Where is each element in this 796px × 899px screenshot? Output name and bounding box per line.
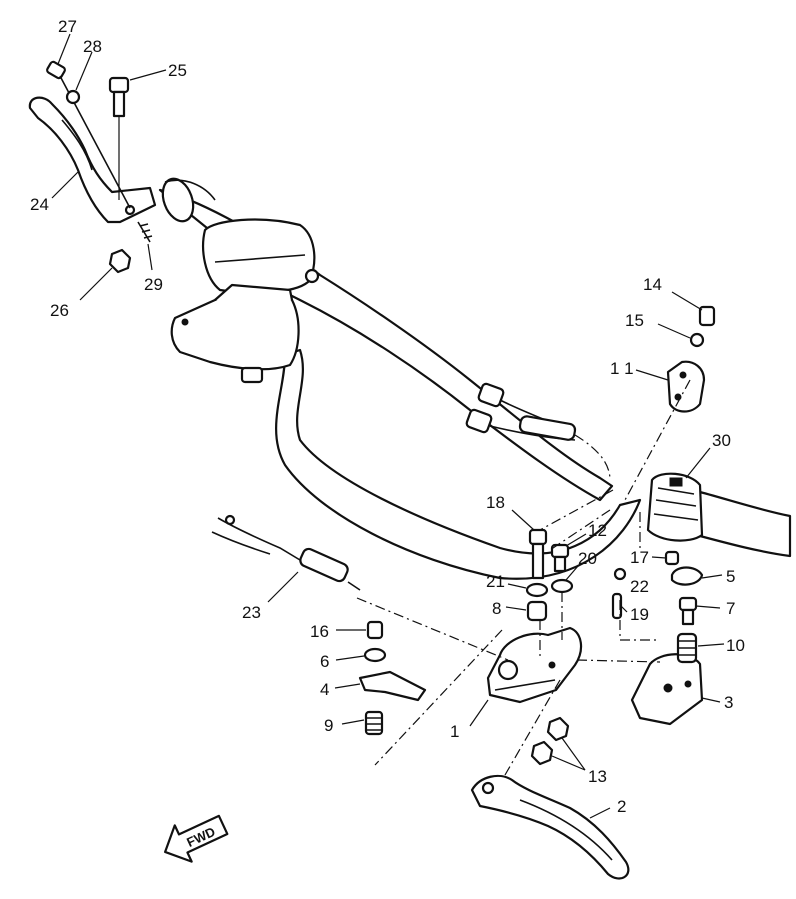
part-24-lever: [28, 96, 157, 224]
part-23-cable-switch: [211, 514, 361, 591]
callout-29: 29: [144, 275, 163, 294]
part-13-nut-b: [530, 740, 554, 766]
callout-24: 24: [30, 195, 49, 214]
part-21-washer: [525, 582, 549, 598]
part-4-bracket: [358, 670, 427, 702]
callout-7: 7: [726, 599, 735, 618]
callout-25: 25: [168, 61, 187, 80]
part-25-bolt: [108, 76, 130, 200]
callout-19: 19: [630, 605, 649, 624]
part-27-bolt: [46, 60, 131, 209]
part-30-switch: [646, 472, 704, 542]
callout-30: 30: [712, 431, 731, 450]
part-3-switch: [630, 653, 704, 726]
part-22-ring: [613, 567, 627, 581]
callout-16: 16: [310, 622, 329, 641]
callout-9: 9: [324, 716, 333, 735]
part-18-bolt: [528, 528, 548, 580]
callout-15: 15: [625, 311, 644, 330]
part-12-bolt: [550, 543, 570, 573]
wire-connectors: [465, 382, 577, 441]
callout-23: 23: [242, 603, 261, 622]
assembly-lines: [356, 379, 691, 776]
part-6-washer: [363, 647, 387, 663]
part-10-spring: [676, 632, 698, 664]
callout-6: 6: [320, 652, 329, 671]
part-26-nut: [108, 248, 132, 274]
callout-13: 13: [588, 767, 607, 786]
part-8-collar: [526, 600, 548, 622]
callout-28: 28: [83, 37, 102, 56]
part-14-screw: [698, 305, 716, 327]
part-2-lever: [470, 774, 630, 880]
left-switch-upper: [202, 218, 320, 294]
callout-14: 14: [643, 275, 662, 294]
part-9-spring: [364, 710, 384, 736]
callout-18: 18: [486, 493, 505, 512]
callout-20: 20: [578, 549, 597, 568]
callout-1: 1: [450, 722, 459, 741]
callout-22: 22: [630, 577, 649, 596]
callout-8: 8: [492, 599, 501, 618]
callout-27: 27: [58, 17, 77, 36]
left-switch-lower: [170, 283, 300, 384]
callout-26: 26: [50, 301, 69, 320]
part-13-nut-a: [546, 716, 570, 742]
callout-4: 4: [320, 680, 329, 699]
callout-11: 1 1: [610, 359, 634, 378]
callout-5: 5: [726, 567, 735, 586]
callout-17: 17: [630, 548, 649, 567]
callout-3: 3: [724, 693, 733, 712]
part-29-spring: [137, 221, 153, 243]
part-28-washer: [65, 89, 81, 105]
callout-12: 12: [588, 521, 607, 540]
callout-21: 21: [486, 572, 505, 591]
callout-10: 10: [726, 636, 745, 655]
callouts: 1 2 3 4 5 6 7 8 9 10 1 1 12 13 14 15 16: [30, 17, 745, 819]
callout-2: 2: [617, 797, 626, 816]
part-1-lever-holder: [486, 626, 583, 704]
part-15-washer: [689, 332, 705, 348]
part-17-screw: [664, 550, 680, 566]
part-5-plate: [670, 566, 704, 586]
part-20-washer: [550, 578, 574, 594]
part-16-screw: [366, 620, 384, 640]
fwd-direction-arrow: FWD: [163, 814, 229, 863]
part-7-bolt: [678, 596, 698, 626]
